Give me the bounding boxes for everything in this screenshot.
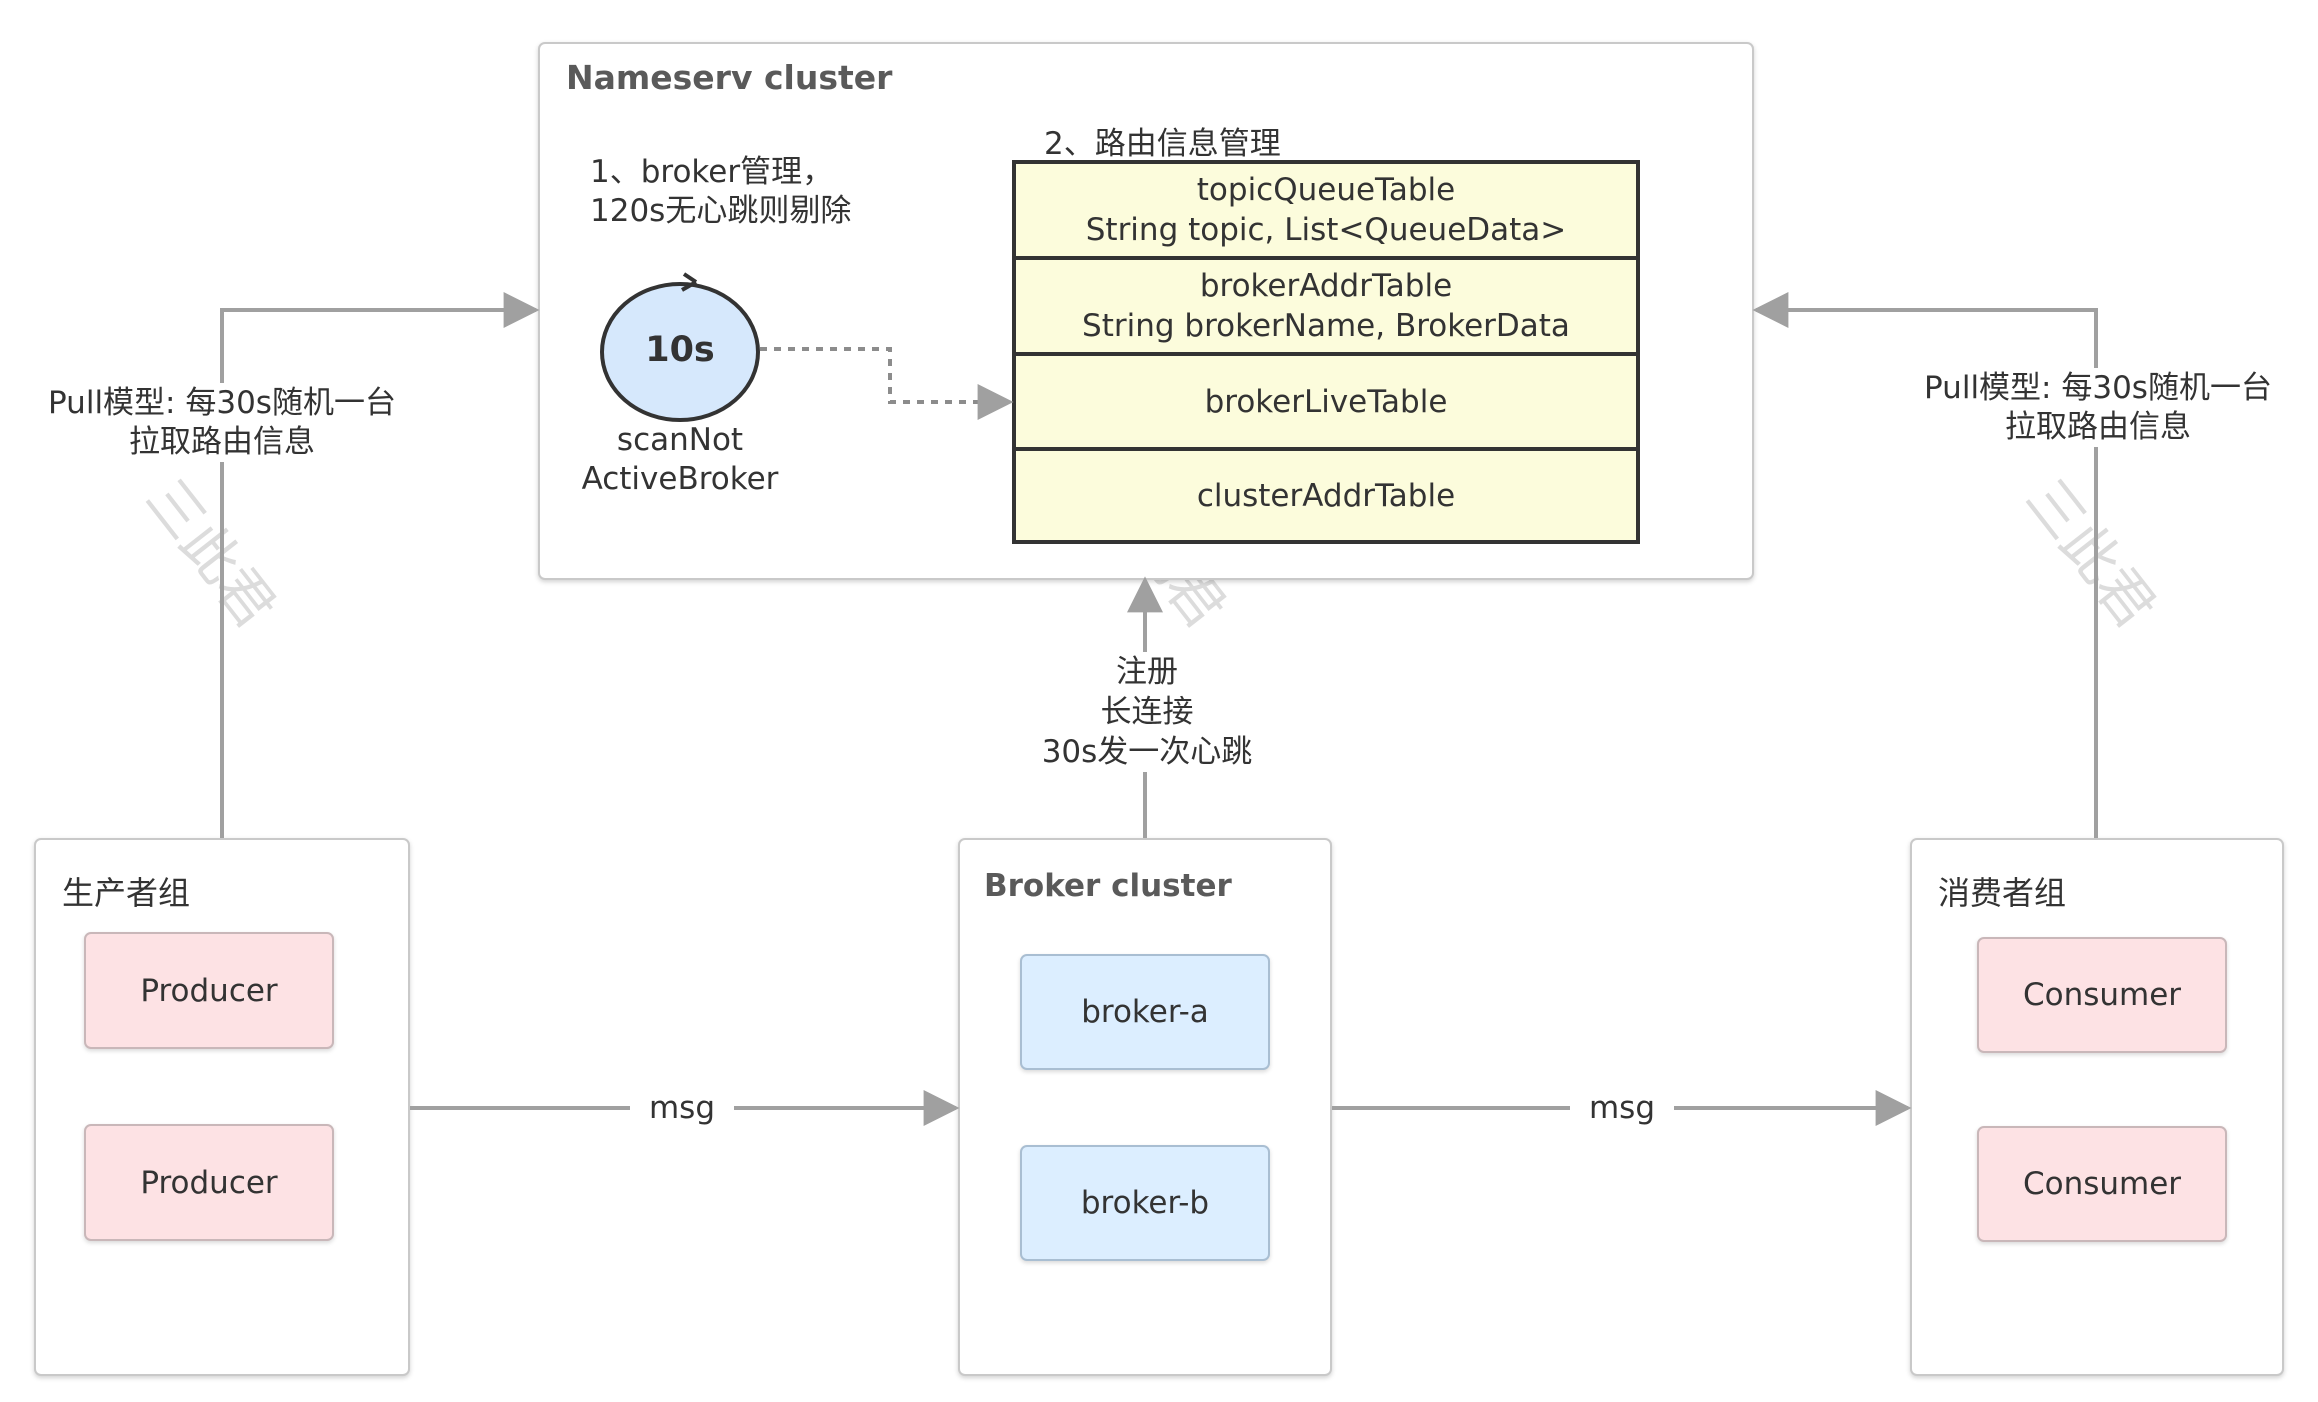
register-label-line3: 30s发一次心跳 (1025, 732, 1269, 772)
scan-task-label-line1: scanNot (616, 422, 744, 458)
consumer-group-title: 消费者组 (1938, 874, 2067, 912)
consumer-node-1: Consumer (1977, 937, 2227, 1053)
broker-addr-table-detail: String brokerName, BrokerData (1082, 308, 1570, 344)
consumer-node-2: Consumer (1977, 1126, 2227, 1242)
topic-queue-table-row: topicQueueTable String topic, List<Queue… (1016, 164, 1636, 260)
broker-addr-table-name: brokerAddrTable (1199, 268, 1453, 304)
broker-live-table-name: brokerLiveTable (1204, 383, 1448, 420)
topic-queue-table-detail: String topic, List<QueueData> (1085, 212, 1567, 248)
producer-node-2: Producer (84, 1124, 334, 1241)
cluster-addr-table-row: clusterAddrTable (1016, 451, 1636, 540)
msg-right-label: msg (1570, 1088, 1674, 1128)
broker-cluster: Broker cluster (958, 838, 1332, 1376)
scan-to-live-table-edge (760, 347, 1014, 420)
broker-b-node: broker-b (1020, 1145, 1270, 1261)
pull-right-edge (1752, 292, 2098, 838)
consumer-group: 消费者组 (1910, 838, 2284, 1376)
broker-a-node: broker-a (1020, 954, 1270, 1070)
register-label-line1: 注册 (1025, 652, 1269, 692)
pull-left-label-line2: 拉取路由信息 (40, 422, 404, 462)
nameserv-cluster-title: Nameserv cluster (566, 58, 893, 97)
broker-cluster-title: Broker cluster (984, 868, 1232, 904)
pull-left-label-line1: Pull模型: 每30s随机一台 (40, 383, 404, 423)
routing-info-title: 2、路由信息管理 (1044, 126, 1281, 162)
topic-queue-table-name: topicQueueTable (1196, 172, 1456, 208)
broker-live-table-row: brokerLiveTable (1016, 356, 1636, 451)
producer-group: 生产者组 (34, 838, 410, 1376)
pull-right-label-line2: 拉取路由信息 (1916, 407, 2280, 447)
pull-right-label-line1: Pull模型: 每30s随机一台 (1916, 368, 2280, 408)
broker-management-label-line2: 120s无心跳则剔除 (590, 193, 852, 229)
scan-timer-circle (600, 282, 760, 422)
pull-left-edge (220, 292, 540, 838)
producer-node-1: Producer (84, 932, 334, 1049)
cluster-addr-table-name: clusterAddrTable (1196, 477, 1456, 514)
msg-left-label: msg (630, 1088, 734, 1128)
scan-timer-label: 10s (645, 330, 715, 370)
broker-addr-table-row: brokerAddrTable String brokerName, Broke… (1016, 260, 1636, 356)
routing-table-stack: topicQueueTable String topic, List<Queue… (1012, 160, 1640, 544)
scan-task-label-line2: ActiveBroker (581, 461, 779, 497)
broker-management-label-line1: 1、broker管理， (590, 154, 834, 190)
timer-loop-arrow-icon (681, 272, 698, 292)
register-label-line2: 长连接 (1025, 692, 1269, 732)
producer-group-title: 生产者组 (62, 874, 191, 912)
